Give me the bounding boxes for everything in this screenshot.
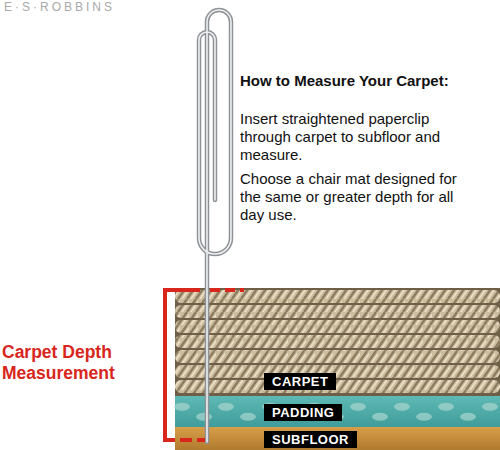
- heading: How to Measure Your Carpet:: [240, 72, 449, 89]
- padding-texture: [174, 403, 498, 421]
- carpet-fibres: [175, 290, 500, 393]
- layer-name: CARPET: [272, 374, 328, 389]
- carpet-band: [175, 288, 500, 396]
- padding-band: [175, 396, 500, 427]
- paperclip: [199, 10, 231, 442]
- layer-tag: SUBFLOOR: [264, 431, 357, 448]
- layer-name: PADDING: [272, 405, 334, 420]
- instruction-text: Choose a chair mat designed for the same…: [240, 170, 458, 224]
- layer-tag: CARPET: [264, 373, 336, 390]
- layer-tag: PADDING: [264, 404, 342, 421]
- instruction-text: Insert straightened paperclip through ca…: [240, 110, 458, 164]
- brand-logo: E·S·ROBBINS: [4, 0, 115, 14]
- measurement-label: Carpet Depth Measurement: [2, 342, 134, 384]
- measurement-bracket: [163, 290, 244, 440]
- layer-name: SUBFLOOR: [272, 432, 349, 447]
- subfloor-band: [175, 426, 500, 450]
